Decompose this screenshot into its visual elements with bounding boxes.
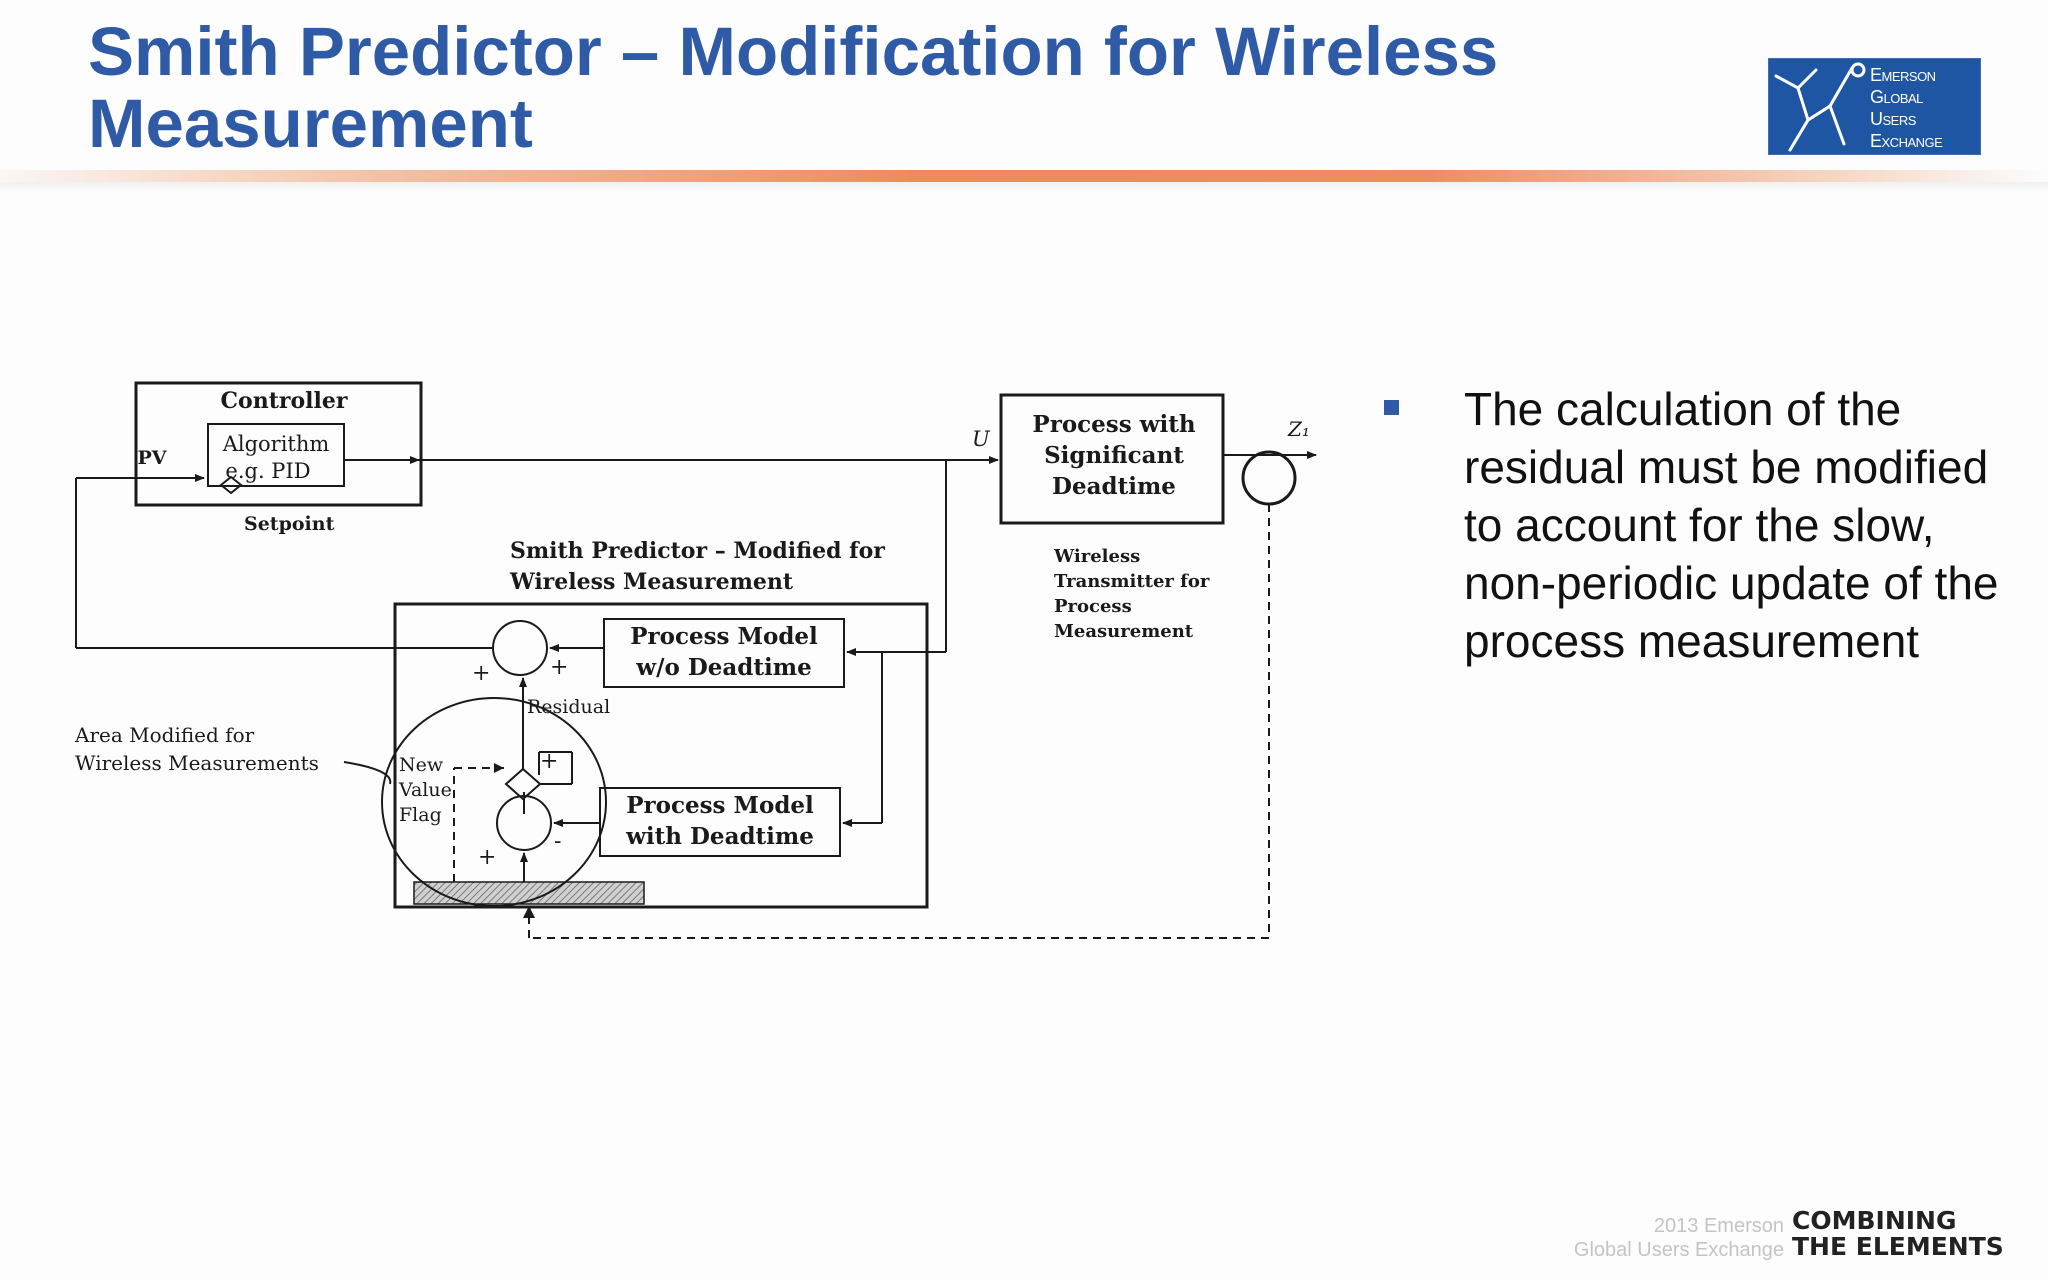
slide-title-line-1: Smith Predictor – Modification for Wirel… bbox=[88, 13, 1499, 90]
footer-branding: 2013 Emerson Global Users Exchange COMBI… bbox=[1540, 1206, 2020, 1266]
smith-title-2: Wireless Measurement bbox=[509, 569, 794, 595]
model-no-dt-label-1: Process Model bbox=[630, 623, 818, 650]
footer-small-line-2: Global Users Exchange bbox=[1573, 1239, 1784, 1261]
modified-area-ellipse bbox=[381, 697, 607, 907]
area-label-1: Area Modified for bbox=[74, 723, 255, 747]
bullet-square-icon bbox=[1384, 400, 1399, 415]
process-label-2: Significant bbox=[1044, 442, 1184, 469]
wireless-label-3: Process bbox=[1054, 596, 1132, 617]
title-divider bbox=[0, 170, 2048, 182]
smith-predictor-box bbox=[393, 602, 929, 909]
process-box bbox=[999, 393, 1225, 525]
minus-sign-bottom: - bbox=[554, 829, 561, 854]
flag-label-1: New bbox=[399, 754, 444, 776]
footer-tagline: COMBINING THE ELEMENTS bbox=[1792, 1208, 2004, 1260]
logo-line-1: Emerson bbox=[1870, 65, 1936, 85]
area-label-2: Wireless Measurements bbox=[75, 751, 319, 775]
logo-line-4: Exchange bbox=[1870, 131, 1943, 151]
logo-line-3: Users bbox=[1870, 109, 1916, 129]
output-label: Z₁ bbox=[1287, 417, 1310, 441]
process-label-1: Process with bbox=[1032, 411, 1195, 438]
bullet-text: The calculation of the residual must be … bbox=[1464, 383, 1999, 667]
footer-big-line-2: THE ELEMENTS bbox=[1792, 1232, 2004, 1261]
slide-title: Smith Predictor – Modification for Wirel… bbox=[88, 16, 1648, 160]
logo-emblem-icon bbox=[1774, 62, 1866, 152]
wireless-label-2: Transmitter for bbox=[1054, 571, 1210, 592]
wireless-label-1: Wireless bbox=[1053, 546, 1140, 567]
flag-label-3: Flag bbox=[399, 804, 442, 826]
controller-box bbox=[134, 381, 423, 507]
pv-label: PV bbox=[137, 447, 167, 469]
algorithm-label-1: Algorithm bbox=[222, 432, 330, 456]
flag-label-2: Value bbox=[398, 779, 452, 801]
model-dt-label-1: Process Model bbox=[626, 792, 814, 819]
smith-predictor-diagram: Controller PV Algorithm e.g. PID Setpoin… bbox=[74, 381, 1317, 939]
residual-label: Residual bbox=[527, 696, 610, 718]
summing-junction-top bbox=[492, 620, 548, 676]
footer-big-line-1: COMBINING bbox=[1792, 1206, 1957, 1235]
footer-event-name: 2013 Emerson Global Users Exchange bbox=[1574, 1214, 1784, 1262]
title-divider-shadow bbox=[0, 182, 2048, 192]
wireless-transmitter-circle bbox=[1241, 450, 1297, 506]
update-bar bbox=[413, 881, 645, 905]
wireless-label-4: Measurement bbox=[1054, 621, 1194, 642]
logo-wordmark: Emerson Global Users Exchange bbox=[1870, 64, 1943, 152]
smith-title-1: Smith Predictor – Modified for bbox=[510, 538, 885, 564]
algorithm-label-2: e.g. PID bbox=[225, 459, 310, 483]
algorithm-box bbox=[207, 423, 345, 487]
process-label-3: Deadtime bbox=[1052, 473, 1176, 500]
plus-sign-top-right: + bbox=[550, 655, 568, 680]
emerson-logo: Emerson Global Users Exchange bbox=[1768, 58, 1981, 155]
controller-title: Controller bbox=[221, 388, 348, 414]
setpoint-label: Setpoint bbox=[244, 513, 335, 535]
plus-sign-bottom: + bbox=[478, 845, 496, 870]
model-dt-label-2: with Deadtime bbox=[625, 823, 814, 850]
footer-small-line-1: 2013 Emerson bbox=[1653, 1215, 1784, 1237]
model-no-deadtime-box bbox=[603, 618, 845, 688]
logo-line-2: Global bbox=[1870, 87, 1923, 107]
setpoint-diamond-icon bbox=[219, 475, 243, 495]
slide-title-line-2: Measurement bbox=[88, 85, 533, 162]
model-no-dt-label-2: w/o Deadtime bbox=[635, 654, 811, 681]
plus-sign-diamond: + bbox=[540, 749, 558, 774]
plus-sign-top-left: + bbox=[472, 661, 490, 686]
u-label: U bbox=[972, 427, 991, 451]
